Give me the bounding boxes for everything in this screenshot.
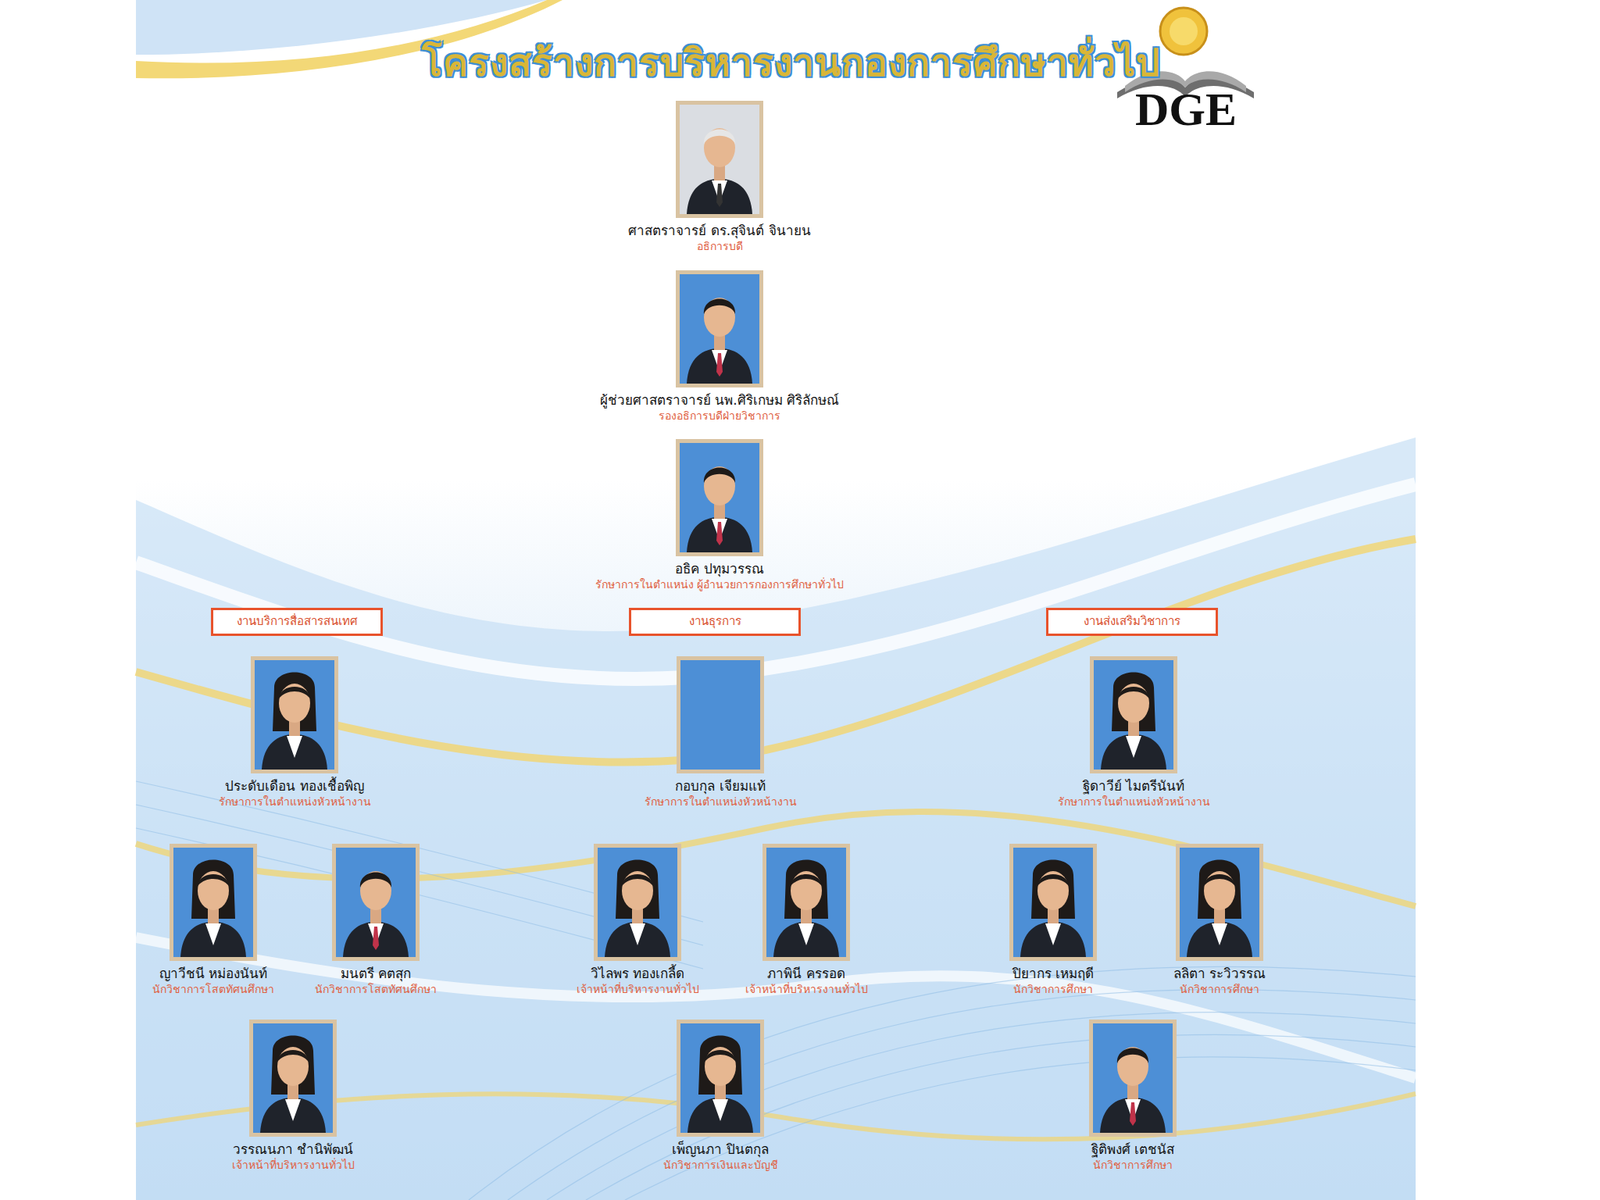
person-role: นักวิชาการศึกษา: [1089, 1157, 1177, 1172]
staff-card: ภาพินี ครรอดเจ้าหน้าที่บริหารงานทั่วไป: [745, 843, 868, 997]
portrait-photo: [762, 843, 850, 961]
staff-card: ญาวีชนี หม่องนันท์นักวิชาการโสตทัศนศึกษา: [152, 843, 275, 997]
portrait-photo: [332, 843, 420, 961]
person-name: ลลิตา ระวิวรรณ: [1173, 965, 1267, 983]
portrait-photo: [249, 1019, 337, 1137]
person-name: อธิค ปทุมวรรณ: [595, 560, 845, 578]
portrait-photo: [169, 843, 258, 961]
person-role: เจ้าหน้าที่บริหารงานทั่วไป: [232, 1157, 355, 1172]
section-title: งานบริการสื่อสารสนเทศ: [225, 614, 368, 630]
person-role: นักวิชาการโสตทัศนศึกษา: [314, 982, 437, 997]
staff-card: ผู้ช่วยศาสตราจารย์ นพ.ศิริเกษม ศิริลักษณ…: [600, 270, 840, 423]
staff-card: ประดับเดือน ทองเชื้อพิญรักษาการในตำแหน่ง…: [218, 656, 372, 809]
section-title: งานส่งเสริมวิชาการ: [1060, 614, 1204, 630]
person-role: รองอธิการบดีฝ่ายวิชาการ: [600, 408, 840, 423]
portrait-photo: [675, 270, 764, 388]
person-role: นักวิชาการเงินและบัญชี: [663, 1157, 779, 1172]
section-header: งานธุรการ: [628, 607, 801, 636]
portrait-photo: [675, 439, 764, 557]
person-role: รักษาการในตำแหน่งหัวหน้างาน: [644, 794, 797, 809]
portrait-photo: [1089, 1019, 1177, 1137]
person-role: อธิการบดี: [628, 239, 811, 254]
portrait-photo: [676, 1019, 765, 1137]
portrait-photo: [1089, 656, 1178, 774]
staff-card: ฐิดาวีย์ ไมตรีนันท์รักษาการในตำแหน่งหัวห…: [1057, 656, 1211, 809]
portrait-photo: [1009, 843, 1097, 961]
section-title: งานธุรการ: [643, 614, 786, 630]
portrait-photo: [250, 656, 339, 774]
person-role: เจ้าหน้าที่บริหารงานทั่วไป: [576, 982, 700, 997]
person-name: ประดับเดือน ทองเชื้อพิญ: [218, 778, 372, 795]
person-role: นักวิชาการศึกษา: [1173, 982, 1267, 997]
staff-card: ฐิติพงศ์ เตชนัสนักวิชาการศึกษา: [1089, 1019, 1177, 1172]
person-name: มนตรี คตสุก: [314, 965, 437, 983]
person-name: วรรณนภา ชำนิพัฒน์: [232, 1141, 355, 1158]
person-role: รักษาการในตำแหน่งหัวหน้างาน: [1057, 794, 1211, 809]
section-header: งานบริการสื่อสารสนเทศ: [210, 607, 383, 636]
section-header: งานส่งเสริมวิชาการ: [1046, 607, 1218, 636]
person-role: นักวิชาการศึกษา: [1009, 982, 1097, 997]
staff-card: อธิค ปทุมวรรณรักษาการในตำแหน่ง ผู้อำนวยก…: [595, 439, 845, 592]
staff-card: มนตรี คตสุกนักวิชาการโสตทัศนศึกษา: [314, 843, 437, 997]
person-name: เพ็ญนภา ปินตกุล: [663, 1141, 779, 1158]
staff-card: ลลิตา ระวิวรรณนักวิชาการศึกษา: [1173, 843, 1267, 997]
staff-card: เพ็ญนภา ปินตกุลนักวิชาการเงินและบัญชี: [663, 1019, 779, 1172]
staff-card: กอบกุล เจียมแท้รักษาการในตำแหน่งหัวหน้าง…: [644, 656, 797, 809]
staff-card: วรรณนภา ชำนิพัฒน์เจ้าหน้าที่บริหารงานทั่…: [232, 1019, 355, 1172]
staff-card: ศาสตราจารย์ ดร.สุจินต์ จินายนอธิการบดี: [628, 100, 811, 254]
person-role: เจ้าหน้าที่บริหารงานทั่วไป: [745, 982, 868, 997]
person-role: รักษาการในตำแหน่งหัวหน้างาน: [218, 794, 372, 809]
portrait-photo: [1175, 843, 1264, 961]
person-name: ปิยากร เหมฤดี: [1009, 965, 1097, 983]
person-name: กอบกุล เจียมแท้: [644, 778, 797, 795]
person-name: ญาวีชนี หม่องนันท์: [152, 965, 275, 983]
person-name: ภาพินี ครรอด: [745, 965, 868, 983]
person-role: รักษาการในตำแหน่ง ผู้อำนวยการกองการศึกษา…: [595, 577, 845, 592]
person-name: วิไลพร ทองเกลี้ด: [576, 965, 700, 983]
chart-title: โครงสร้างการบริหารงานกองการศึกษาทั่วไป: [421, 32, 1161, 93]
portrait-photo: [593, 843, 682, 961]
person-name: ผู้ช่วยศาสตราจารย์ นพ.ศิริเกษม ศิริลักษณ…: [600, 392, 840, 409]
portrait-photo: [676, 656, 765, 774]
person-name: ศาสตราจารย์ ดร.สุจินต์ จินายน: [628, 222, 811, 240]
person-name: ฐิดาวีย์ ไมตรีนันท์: [1057, 778, 1211, 795]
staff-card: ปิยากร เหมฤดีนักวิชาการศึกษา: [1009, 843, 1097, 997]
portrait-photo: [675, 100, 764, 218]
logo-text: DGE: [1107, 85, 1265, 133]
staff-card: วิไลพร ทองเกลี้ดเจ้าหน้าที่บริหารงานทั่ว…: [576, 843, 700, 997]
person-name: ฐิติพงศ์ เตชนัส: [1089, 1141, 1177, 1158]
person-role: นักวิชาการโสตทัศนศึกษา: [152, 982, 275, 997]
